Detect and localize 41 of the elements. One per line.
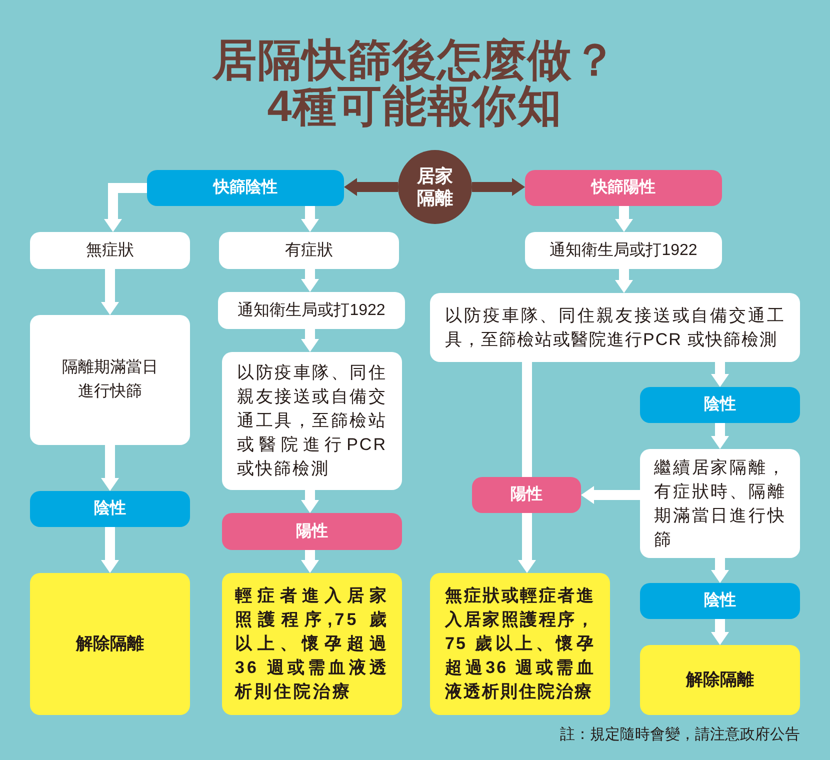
- step-box: 通知衛生局或打1922: [218, 292, 405, 329]
- arrow: [301, 550, 319, 573]
- arrow: [615, 269, 633, 293]
- arrow: [301, 206, 319, 232]
- step-box: 繼續居家隔離，有症狀時、隔離期滿當日進行快篩: [640, 449, 800, 558]
- arrow: [101, 269, 119, 315]
- outcome-box: 解除隔離: [30, 573, 190, 715]
- result-box: 陰性: [640, 387, 800, 423]
- result-box: 陽性: [222, 513, 402, 550]
- result-box: 快篩陰性: [147, 170, 344, 206]
- arrow: [472, 178, 525, 196]
- result-box: 陰性: [640, 583, 800, 619]
- arrow: [301, 329, 319, 352]
- title: 居隔快篩後怎麼做？4種可能報你知: [211, 38, 618, 130]
- result-box: 陰性: [30, 491, 190, 527]
- step-box: 有症狀: [219, 232, 399, 269]
- start-circle: 居家隔離: [398, 150, 472, 224]
- arrow: [101, 445, 119, 491]
- step-box: 以防疫車隊、同住親友接送或自備交通工具，至篩檢站或醫院進行PCR 或快篩檢測: [430, 293, 800, 362]
- result-box: 陽性: [472, 477, 581, 513]
- connector-line: [522, 362, 532, 477]
- step-box: 以防疫車隊、同住親友接送或自備交通工具，至篩檢站或醫院進行PCR 或快篩檢測: [222, 352, 402, 490]
- outcome-box: 解除隔離: [640, 645, 800, 715]
- arrow: [518, 513, 536, 573]
- step-box: 通知衛生局或打1922: [525, 232, 722, 269]
- arrow: [711, 619, 729, 645]
- arrow: [301, 269, 319, 292]
- arrow: [711, 362, 729, 387]
- step-box: 無症狀: [30, 232, 190, 269]
- outcome-box: 輕症者進入居家照護程序,75 歲以上、懷孕超過36 週或需血液透析則住院治療: [222, 573, 402, 715]
- arrow: [344, 178, 398, 196]
- outcome-box: 無症狀或輕症者進入居家照護程序，75 歲以上、懷孕超過36 週或需血液透析則住院治療: [430, 573, 610, 715]
- step-box: 隔離期滿當日進行快篩: [30, 315, 190, 445]
- arrow: [711, 558, 729, 583]
- result-box: 快篩陽性: [525, 170, 722, 206]
- arrow: [615, 206, 633, 232]
- arrow: [711, 423, 729, 449]
- arrow: [301, 490, 319, 513]
- arrow: [101, 527, 119, 573]
- footnote: 註：規定隨時會變，請注意政府公告: [560, 725, 800, 745]
- arrow: [581, 486, 640, 504]
